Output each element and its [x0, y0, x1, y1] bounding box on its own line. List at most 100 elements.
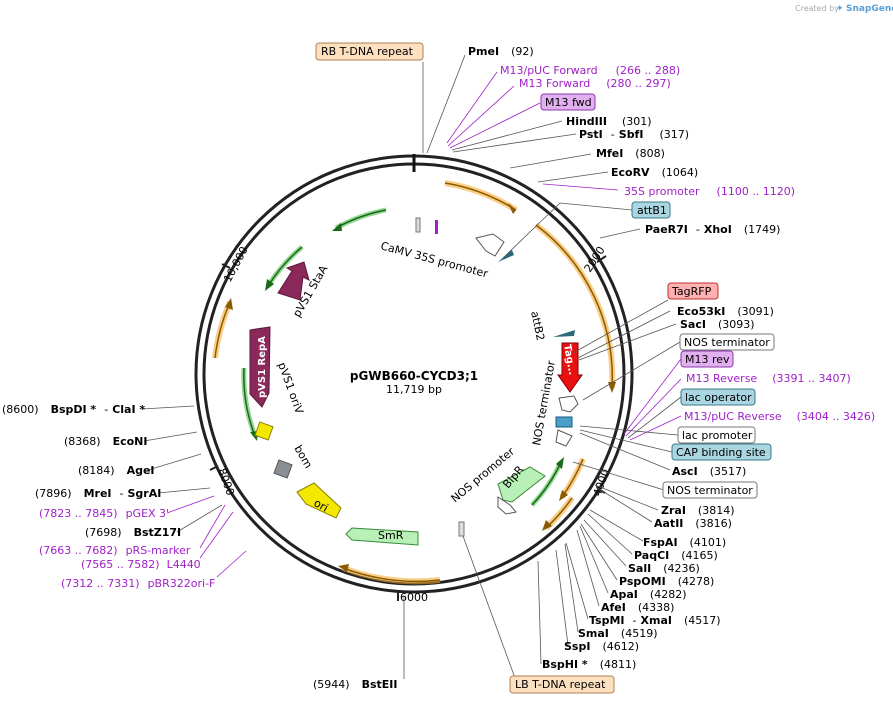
green-arc-left: [243, 367, 256, 437]
site-pmei-name: PmeI: [468, 45, 499, 58]
site-paer7i-xhoi[interactable]: PaeR7I-XhoI(1749): [645, 223, 780, 236]
primer-pgex-3[interactable]: (7823 .. 7845)pGEX 3': [39, 507, 169, 520]
site-smai[interactable]: SmaI(4519): [578, 627, 657, 640]
site-bsteii[interactable]: (5944)BstEII: [313, 678, 397, 691]
pvs1-repa-label: pVS1 RepA: [257, 336, 268, 398]
nos-terminator-box-2[interactable]: [662, 481, 758, 499]
primer-prs-marker[interactable]: (7663 .. 7682)pRS-marker: [39, 544, 191, 557]
site-apai[interactable]: ApaI(4282): [610, 588, 686, 601]
site-smai-name: SmaI: [578, 627, 609, 640]
green-arc-upper-left-head: [265, 279, 274, 291]
site-sspi[interactable]: SspI (4612): [564, 640, 639, 653]
lac-promoter-box[interactable]: [677, 426, 756, 444]
leader-tagrfp: [572, 299, 669, 354]
orf-arc-5: [342, 567, 441, 583]
leader-econi: [143, 431, 198, 442]
lb-t-dna-box[interactable]: [509, 675, 615, 694]
site-paqci[interactable]: PaqCI(4165): [634, 549, 718, 562]
primer-m13puc-reverse-range: (3404 .. 3426): [797, 410, 876, 423]
lac-promoter-arrow: [555, 429, 573, 447]
leader-pspomi: [580, 523, 618, 581]
tagrfp-arrow: [557, 342, 583, 393]
leader-saci: [578, 323, 677, 361]
site-asci[interactable]: AscI(3517): [672, 465, 746, 478]
tagrfp-box[interactable]: [667, 282, 719, 300]
site-mfei-name: MfeI: [596, 147, 623, 160]
site-saci[interactable]: SacI(3093): [680, 318, 755, 331]
primer-pbr322ori-f[interactable]: (7312 .. 7331)pBR322ori-F: [61, 577, 215, 590]
bom-box: [273, 459, 293, 479]
plasmid-center-label: pGWB660-CYCD3;1 11,719 bp: [350, 369, 478, 396]
site-agei[interactable]: (8184)AgeI: [78, 464, 155, 477]
leader-m13puc-rev: [629, 415, 682, 441]
site-bsphi[interactable]: BspHI *(4811): [542, 658, 636, 671]
orf-arc-2-head: [608, 382, 616, 393]
site-psti-pos: (317): [659, 128, 689, 141]
site-aatii-name: AatII: [654, 517, 683, 530]
site-bspdi-clai[interactable]: (8600)BspDI *-ClaI *: [2, 403, 145, 416]
attb1-box[interactable]: [631, 201, 671, 219]
snapgene-credit: Created by ✦ SnapGene: [795, 4, 893, 14]
site-pspomi[interactable]: PspOMI(4278): [619, 575, 714, 588]
site-eco53ki-name: Eco53kI: [677, 305, 725, 318]
lb-t-dna-label: LB T-DNA repeat: [515, 678, 606, 691]
primer-m13puc-reverse[interactable]: M13/pUC Reverse(3404 .. 3426): [684, 410, 875, 423]
primer-m13-forward[interactable]: M13 Forward(280 .. 297): [519, 77, 671, 90]
site-ecorv[interactable]: EcoRV(1064): [611, 166, 698, 179]
site-bstz17i[interactable]: (7698)BstZ17I: [85, 526, 181, 539]
rb-t-dna-box[interactable]: [315, 42, 424, 61]
site-aatii[interactable]: AatII(3816): [654, 517, 732, 530]
ori-label: ori: [312, 496, 331, 514]
primer-m13puc-forward[interactable]: M13/pUC Forward(266 .. 288): [500, 64, 680, 77]
site-tspmi-xmai[interactable]: TspMI-XmaI(4517): [589, 614, 721, 627]
leader-lines: [141, 54, 682, 679]
site-mrei-sgrai[interactable]: (7896)MreI-SgrAI: [35, 487, 161, 500]
primer-m13-reverse-name: M13 Reverse: [686, 372, 757, 385]
site-bsphi-pos: (4811): [600, 658, 637, 671]
tick-label-8000: 8000: [215, 467, 237, 498]
lac-operator-mark: [555, 416, 573, 428]
site-sali-name: SalI: [628, 562, 651, 575]
site-hindiii[interactable]: HindIII(301): [566, 115, 652, 128]
tick-label-4000: 4000: [591, 467, 613, 498]
site-eco53ki[interactable]: Eco53kI(3091): [677, 305, 774, 318]
nos-promoter-arrow: [497, 496, 517, 515]
site-pmei[interactable]: PmeI(92): [468, 45, 534, 58]
lac-operator-box[interactable]: [680, 388, 756, 406]
site-afei[interactable]: AfeI(4338): [601, 601, 674, 614]
nos-terminator-box-1[interactable]: [679, 333, 775, 351]
m13-fwd-box[interactable]: [540, 93, 596, 111]
leader-nos-term2: [572, 461, 665, 491]
site-zrai[interactable]: ZraI(3814): [661, 504, 735, 517]
site-bsteii-pos: (5944): [313, 678, 350, 691]
m13-rev-box[interactable]: [680, 350, 734, 368]
site-sspi-pos: (4612): [602, 640, 639, 653]
orf-arc-4-head: [542, 520, 552, 531]
ori-arrow: [296, 482, 342, 519]
site-sali[interactable]: SalI(4236): [628, 562, 700, 575]
nos-terminator-inner-label: NOS terminator: [530, 359, 558, 446]
blpr-arrow: [497, 466, 546, 503]
site-fspai[interactable]: FspAI(4101): [643, 536, 726, 549]
site-econi[interactable]: (8368)EcoNI: [64, 435, 147, 448]
primer-l4440[interactable]: (7565 .. 7582)L4440: [81, 558, 201, 571]
site-zrai-name: ZraI: [661, 504, 686, 517]
cap-binding-site-box[interactable]: [671, 443, 772, 461]
site-sbfi-name: SbfI: [619, 128, 644, 141]
primer-35s-promoter[interactable]: 35S promoter(1100 .. 1120): [624, 185, 795, 198]
site-sspi-name: SspI: [564, 640, 590, 653]
site-mfei[interactable]: MfeI(808): [596, 147, 665, 160]
leader-mfei: [509, 153, 592, 169]
leader-ecorv: [537, 171, 609, 183]
site-econi-name: EcoNI: [113, 435, 148, 448]
primer-m13-reverse[interactable]: M13 Reverse(3391 .. 3407): [686, 372, 851, 385]
primer-m13puc-forward-range: (266 .. 288): [616, 64, 681, 77]
leader-tspmi: [565, 542, 589, 620]
leader-fspai: [589, 509, 644, 542]
orf-arcs: [212, 180, 616, 585]
tick-label-2000: 2000: [582, 244, 608, 275]
site-mrei-sep: -: [120, 487, 124, 500]
site-psti-sbfi[interactable]: PstI-SbfI(317): [579, 128, 689, 141]
primer-35s-promoter-name: 35S promoter: [624, 185, 700, 198]
plasmid-size: 11,719 bp: [386, 383, 442, 396]
